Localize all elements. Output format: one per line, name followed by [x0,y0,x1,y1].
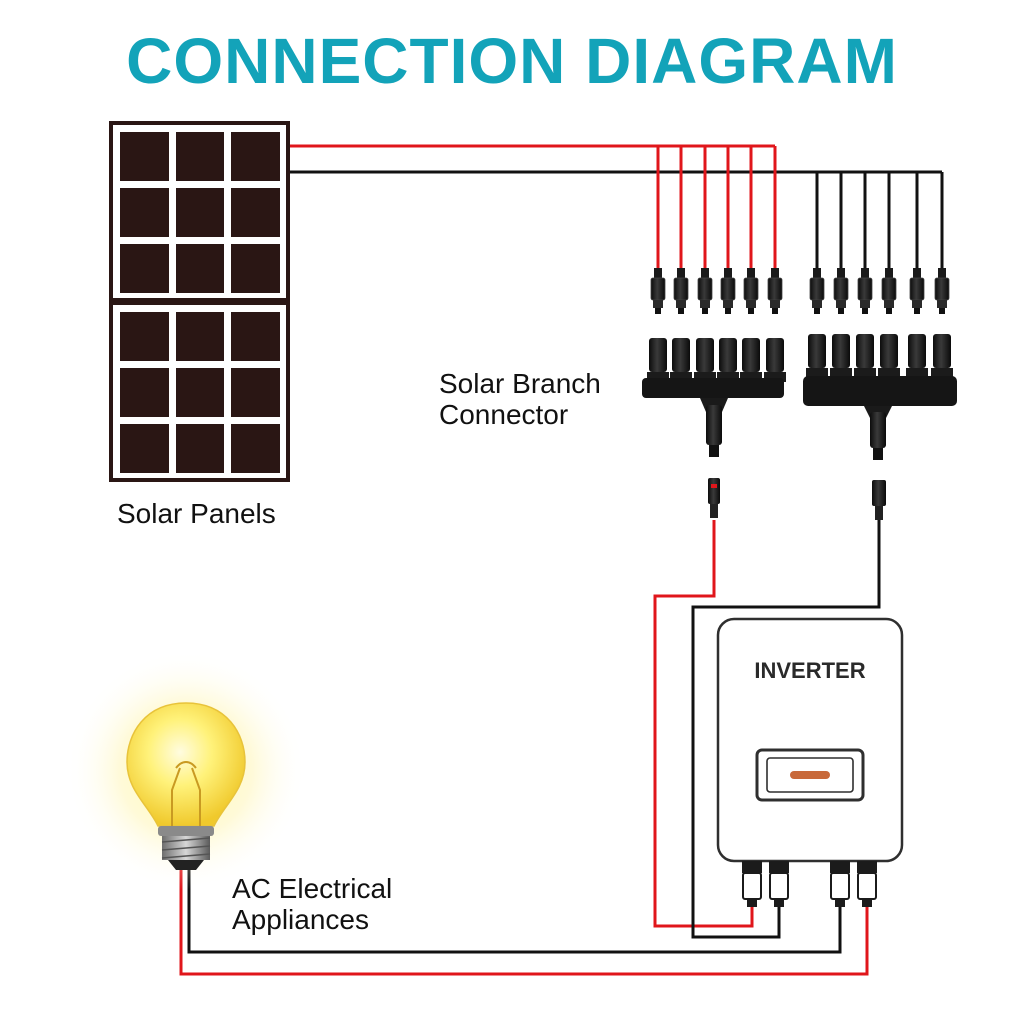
mc4-output-connectors [708,478,886,520]
branch-connector-label-line1: Solar Branch [439,368,601,399]
inverter-icon [716,617,904,907]
solar-panels-label: Solar Panels [117,498,276,529]
solar-panel-top [109,121,290,302]
positive-drop-wires [656,146,777,272]
page-title: CONNECTION DIAGRAM [126,25,898,97]
mc4-connectors-positive [650,267,783,315]
negative-drop-wires [815,172,944,272]
branch-connector-negative [803,334,957,460]
solar-panel-bottom [109,301,290,482]
wiring [179,144,944,976]
positive-dc-wire [653,520,754,928]
negative-dc-wire [691,520,881,939]
ac-appliances-label: AC Electrical Appliances [232,873,452,935]
mc4-connectors-negative [809,267,950,315]
branch-connector-label-line2: Connector [439,399,569,430]
solar-panel-icon [109,121,290,482]
ac-appliances-label-line2: Appliances [232,904,369,935]
branch-connector-label: Solar Branch Connector [439,368,659,430]
ac-live-wire [179,870,869,976]
inverter-label: INVERTER [754,658,866,683]
inverter-indicator [790,771,830,779]
branch-connector-icon [642,334,957,460]
light-bulb-icon [66,650,306,890]
ac-appliances-label-line1: AC Electrical [232,873,393,904]
inverter-ports [742,861,877,907]
ac-neutral-wire [187,870,842,954]
branch-connector-positive [642,338,786,457]
